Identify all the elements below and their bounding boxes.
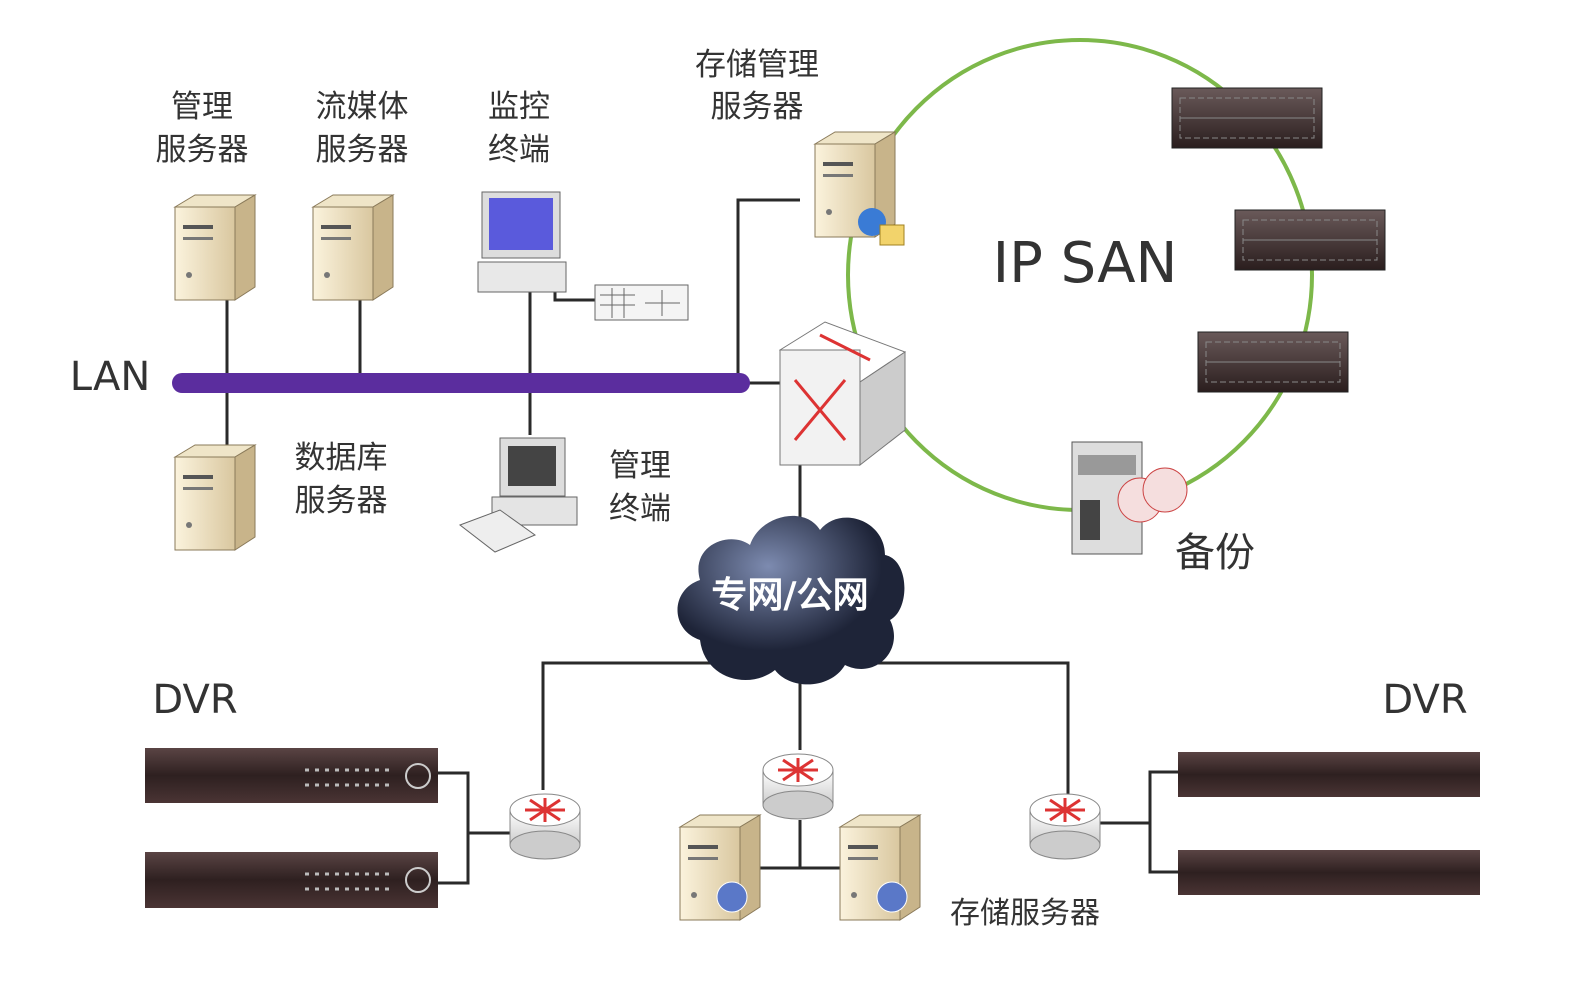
storage-server-icon: [679, 814, 761, 921]
storage-management-server-icon: [814, 131, 905, 246]
management-server-icon: [174, 194, 256, 301]
router-icon: [761, 752, 835, 821]
management-server-label: 管理服务器: [156, 89, 249, 168]
monitoring-terminal-label: 监控终端: [488, 89, 550, 168]
router-icon: [1028, 792, 1102, 861]
storage-array-icon: [1234, 209, 1386, 271]
lan-bus: [172, 373, 750, 393]
dvr-left-icon: [145, 748, 438, 908]
database-server-icon: [174, 444, 256, 551]
storage-management-server-label: 存储管理服务器: [695, 47, 819, 125]
backup-device-icon: [1071, 441, 1188, 555]
storage-array-icon: [1171, 87, 1323, 149]
storage-array-icon: [1197, 331, 1349, 393]
streaming-server-icon: [312, 194, 394, 301]
router-icon: [508, 792, 582, 861]
storage-server-icon: [839, 814, 921, 921]
ip-san-label: IP SAN: [993, 231, 1178, 296]
network-label: 专网/公网: [711, 575, 868, 616]
management-terminal-icon: [458, 437, 578, 553]
database-server-label: 数据库服务器: [295, 440, 388, 519]
backup-label: 备份: [1175, 530, 1255, 576]
network-cloud-icon: [677, 515, 905, 685]
streaming-server-label: 流媒体服务器: [316, 89, 409, 168]
management-terminal-label: 管理终端: [609, 448, 671, 527]
dvr-left-label: DVR: [152, 677, 237, 723]
core-switch-icon: [778, 321, 907, 467]
storage-server-label: 存储服务器: [950, 896, 1100, 931]
lan-label: LAN: [70, 354, 151, 400]
dvr-right-label: DVR: [1382, 677, 1467, 723]
monitoring-terminal-icon: [477, 191, 689, 321]
dvr-right-icon: [1178, 752, 1480, 895]
